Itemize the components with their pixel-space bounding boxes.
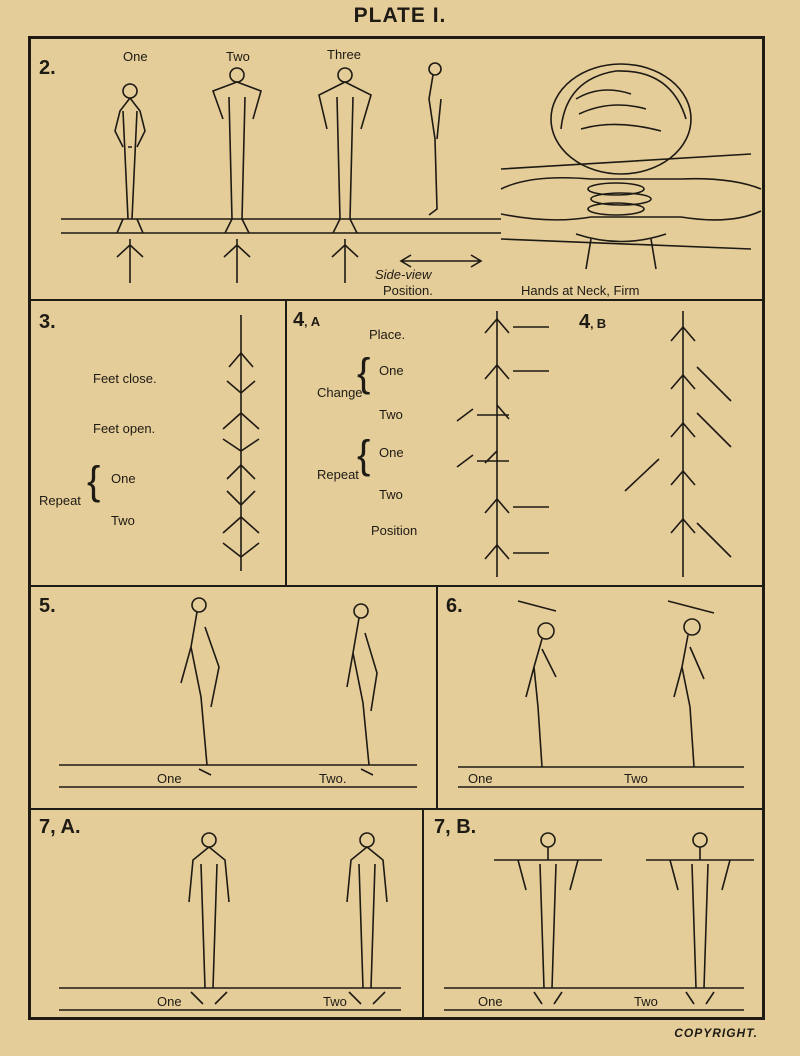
section-7b-drawing	[424, 810, 764, 1019]
section-5: 5. One Two.	[30, 586, 437, 809]
section-5-figure-one	[181, 598, 219, 775]
head-hands-illustration	[501, 64, 761, 269]
section-5-drawing	[31, 587, 438, 810]
copyright-label: COPYRIGHT.	[674, 1026, 758, 1040]
section-3-drawing	[31, 301, 287, 587]
section-7a-figure-one	[189, 833, 229, 1004]
section-3-figures	[223, 315, 259, 571]
figure-side	[429, 63, 441, 215]
plate-frame: 2. One Two Three Side-view Position. Han…	[28, 36, 765, 1020]
section-6: 6. One Two	[437, 586, 763, 809]
section-7a: 7, A. One Two	[30, 809, 423, 1018]
section-6-figure-one	[518, 601, 556, 767]
section-5-figure-two	[347, 604, 377, 775]
figure-three	[319, 68, 371, 233]
section-4: 4, A Place. Change { One Two Repeat { On…	[286, 300, 763, 586]
small-figures	[117, 239, 481, 283]
section-7a-figure-two	[347, 833, 387, 1004]
section-4-drawing	[287, 301, 764, 587]
section-6-figure-two	[668, 601, 714, 767]
section-3: 3. Feet close. Feet open. Repeat { One T…	[30, 300, 286, 586]
section-4a-figures	[457, 311, 549, 577]
section-2-drawing	[31, 39, 764, 301]
plate-title: PLATE I.	[0, 4, 800, 28]
section-7b-figure-two	[646, 833, 754, 1004]
figure-one	[115, 84, 145, 233]
section-7b: 7, B. One Two	[423, 809, 763, 1018]
section-7b-figure-one	[494, 833, 602, 1004]
section-6-drawing	[438, 587, 764, 810]
section-2: 2. One Two Three Side-view Position. Han…	[30, 38, 763, 300]
figure-two	[213, 68, 261, 233]
section-7a-drawing	[31, 810, 424, 1019]
section-4b-figures	[625, 311, 731, 577]
